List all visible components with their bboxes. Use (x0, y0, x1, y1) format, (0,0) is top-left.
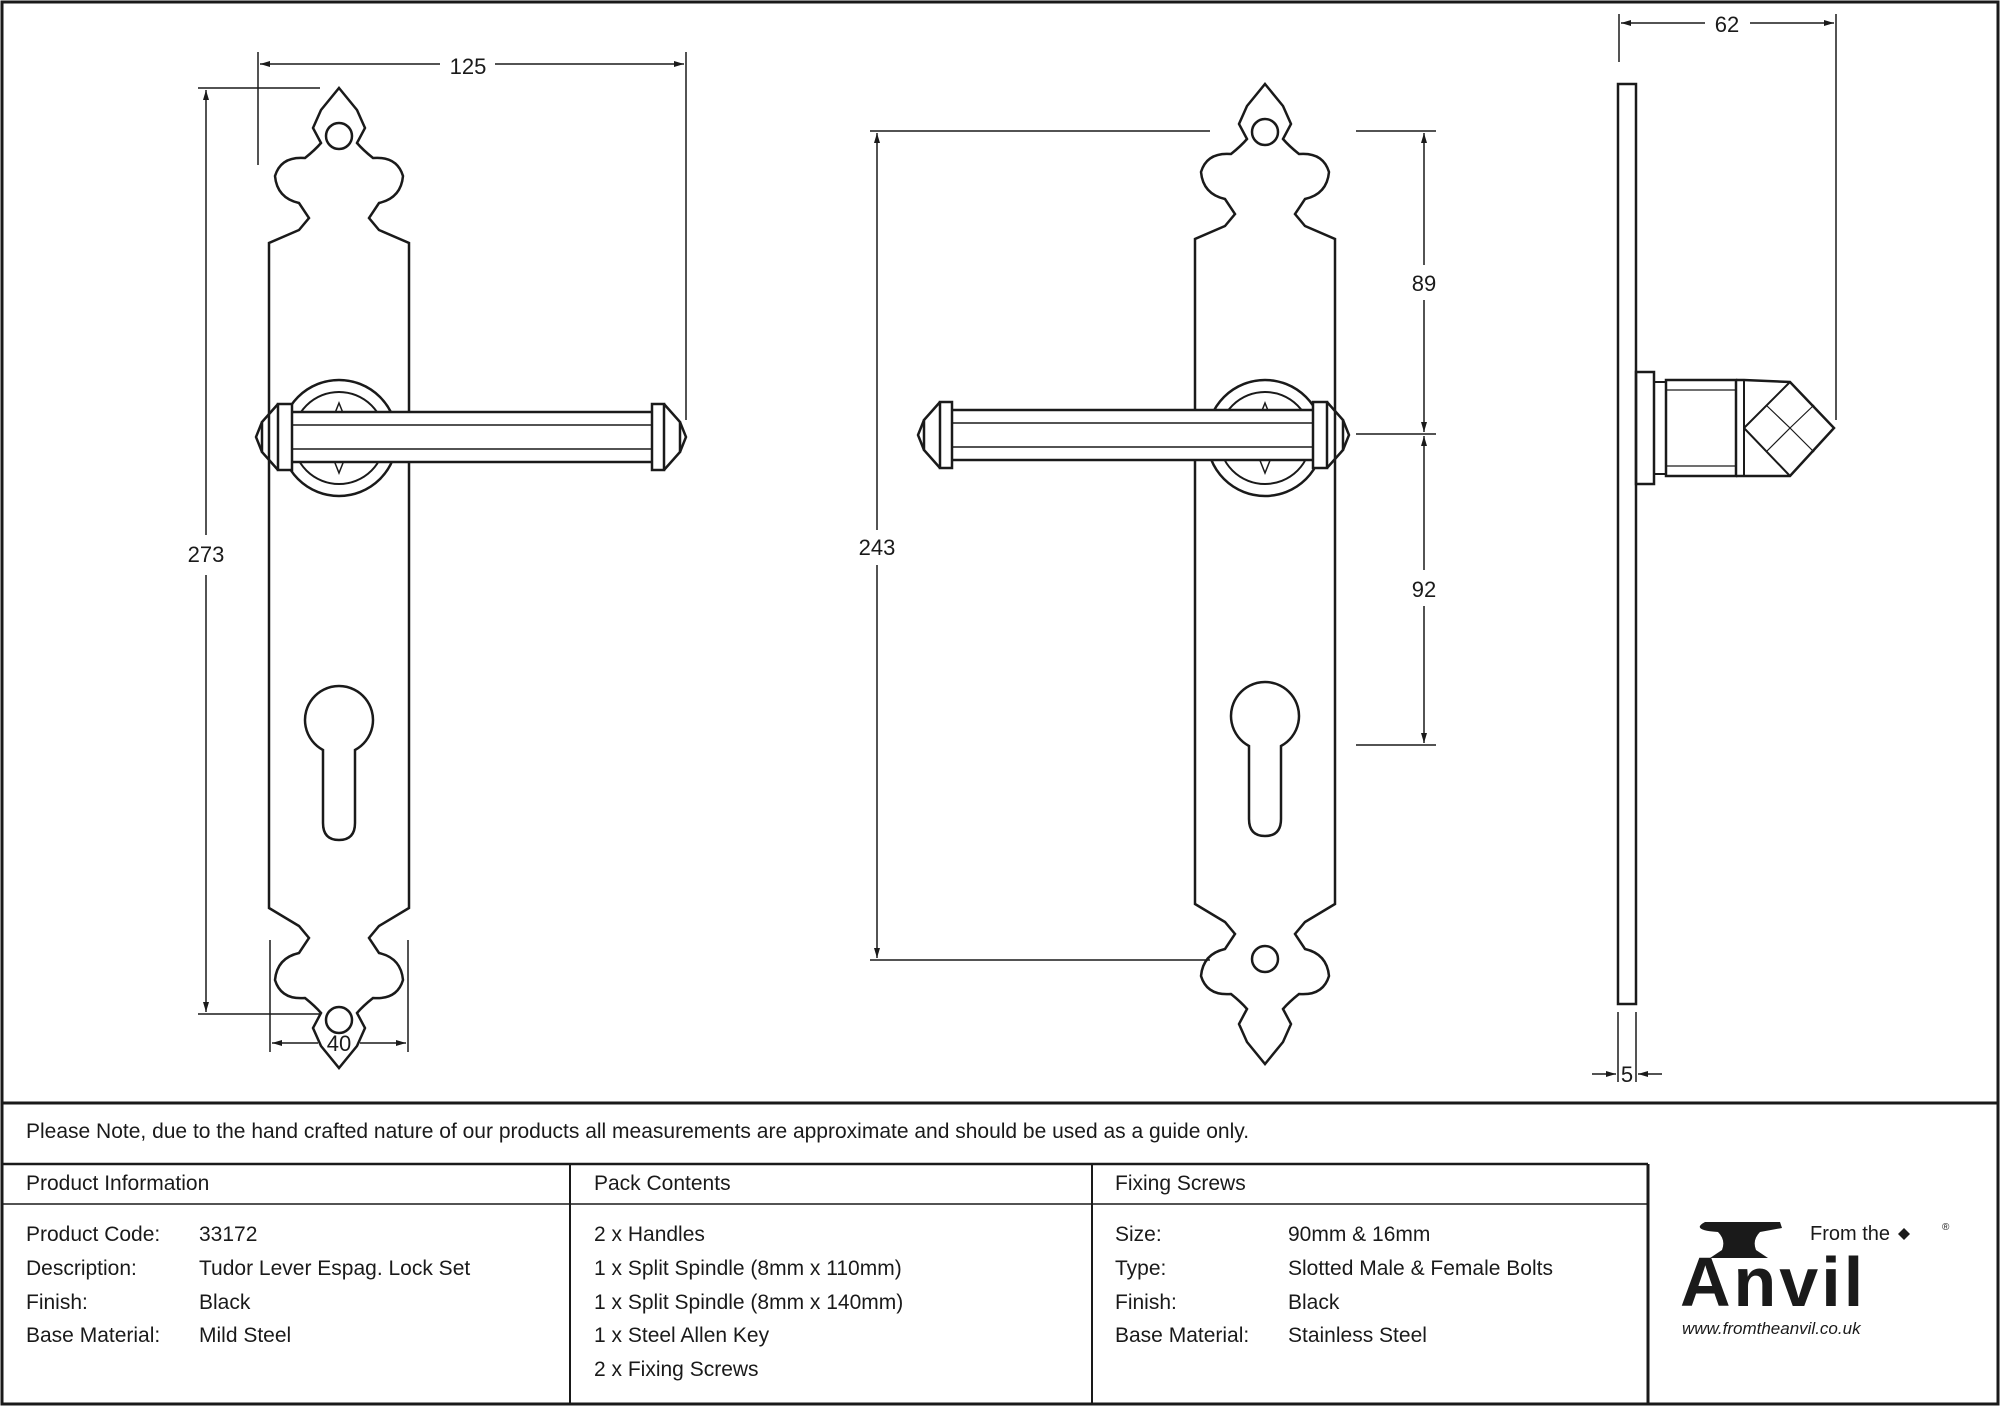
dim-left-height: 273 (188, 542, 225, 567)
pack-item: 2 x Fixing Screws (594, 1358, 759, 1381)
dim-left-width: 125 (450, 54, 487, 79)
fixing-value: Slotted Male & Female Bolts (1288, 1257, 1553, 1280)
dim-middle-lower: 92 (1412, 577, 1436, 602)
pack-item: 1 x Split Spindle (8mm x 110mm) (594, 1257, 902, 1280)
logo-from-the: From the (1810, 1223, 1890, 1245)
anvil-icon (1699, 1222, 1782, 1258)
dim-side-thickness: 5 (1621, 1062, 1633, 1087)
fixing-label: Type: (1115, 1257, 1167, 1280)
fixing-value: 90mm & 16mm (1288, 1223, 1431, 1246)
product-info-value: Tudor Lever Espag. Lock Set (199, 1257, 471, 1280)
fixing-label: Size: (1115, 1223, 1162, 1246)
product-info-value: Mild Steel (199, 1324, 292, 1347)
from-the-anvil-logo: From the ® Anvil www.fromtheanvil.co.uk (1680, 1222, 1950, 1338)
dim-middle-height: 243 (859, 535, 896, 560)
left-front-view: 125 273 40 (188, 52, 688, 1070)
product-info-label: Description: (26, 1257, 137, 1280)
diamond-icon (1898, 1228, 1910, 1240)
disclaimer-note: Please Note, due to the hand crafted nat… (26, 1120, 1250, 1143)
product-info-value: Black (199, 1291, 251, 1314)
logo-url: www.fromtheanvil.co.uk (1682, 1319, 1862, 1338)
fixing-value: Stainless Steel (1288, 1324, 1427, 1347)
middle-lever (916, 400, 1351, 470)
middle-front-view: 243 89 92 (859, 82, 1436, 1066)
dim-middle-upper: 89 (1412, 271, 1436, 296)
side-view: 62 5 (1592, 12, 1837, 1087)
dim-left-plate-width: 40 (327, 1031, 351, 1056)
dim-side-depth: 62 (1715, 12, 1739, 37)
fixing-label: Finish: (1115, 1291, 1177, 1314)
product-info-value: 33172 (199, 1223, 258, 1246)
pack-contents-heading: Pack Contents (594, 1172, 731, 1195)
product-info-label: Finish: (26, 1291, 88, 1314)
pack-item: 1 x Split Spindle (8mm x 140mm) (594, 1291, 904, 1314)
pack-item: 2 x Handles (594, 1223, 705, 1246)
product-info-heading: Product Information (26, 1172, 210, 1195)
logo-brand: Anvil (1680, 1243, 1866, 1321)
fixing-label: Base Material: (1115, 1324, 1250, 1347)
product-info-label: Base Material: (26, 1324, 161, 1347)
fixing-value: Black (1288, 1291, 1340, 1314)
product-info-label: Product Code: (26, 1223, 161, 1246)
left-lever (254, 402, 688, 472)
pack-item: 1 x Steel Allen Key (594, 1324, 770, 1347)
logo-registered: ® (1942, 1222, 1950, 1233)
fixing-screws-heading: Fixing Screws (1115, 1172, 1246, 1195)
